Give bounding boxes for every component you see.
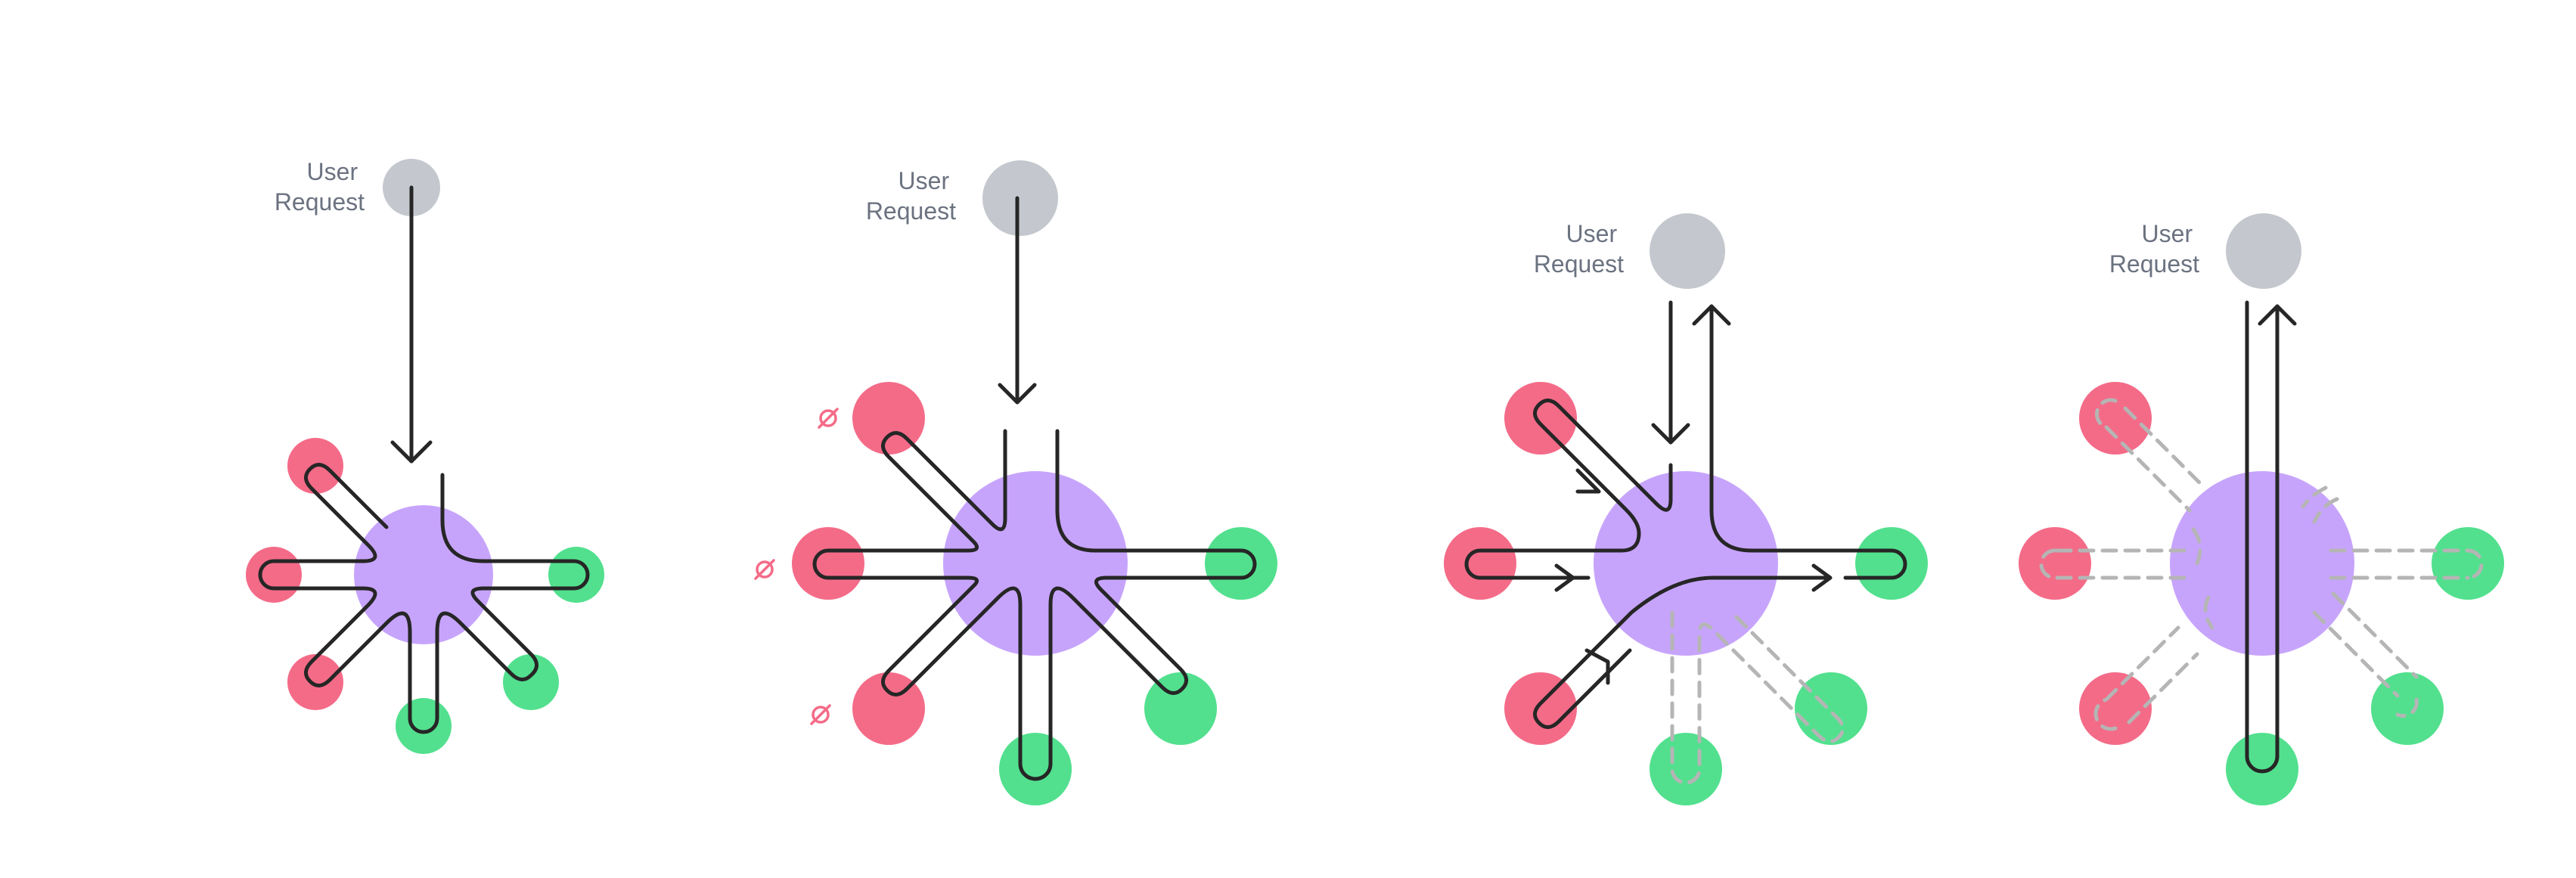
source-node (246, 547, 302, 603)
flow-path (258, 463, 590, 734)
hub-node (1594, 471, 1778, 656)
sink-node (2371, 672, 2444, 745)
sink-node (1144, 672, 1217, 745)
user-request-node (2226, 213, 2301, 289)
hub-node (2170, 471, 2354, 656)
round-trip-path (2245, 300, 2297, 774)
source-node (287, 654, 343, 710)
user-request-node (1650, 213, 1725, 289)
source-node (792, 527, 864, 600)
user-request-label: User Request (275, 158, 365, 216)
flow-path (812, 429, 1257, 781)
direction-arrows (1554, 468, 1833, 685)
source-node (2079, 382, 2152, 455)
sink-node (2432, 527, 2504, 600)
panel-2: User Request (754, 160, 1277, 805)
source-node (1504, 382, 1577, 455)
request-arrow (998, 196, 1037, 405)
inactive-branches (2039, 398, 2484, 731)
panel-4: User Request (2019, 213, 2504, 805)
source-node (2019, 527, 2091, 600)
request-arrow (390, 185, 433, 464)
user-request-label: User Request (2109, 220, 2199, 278)
sink-node (548, 547, 604, 603)
request-arrow (1651, 300, 1690, 445)
sink-node (396, 698, 452, 754)
sink-node (1855, 527, 1928, 600)
sink-node (1650, 733, 1722, 805)
sink-node (503, 654, 559, 710)
sink-node (1205, 527, 1277, 600)
flow-path (1464, 399, 1828, 729)
sink-node (2226, 733, 2298, 805)
source-node (2079, 672, 2152, 745)
disabled-icon (818, 408, 839, 429)
response-arrow (1692, 304, 1907, 580)
hub-node (943, 471, 1128, 656)
sink-node (999, 733, 1072, 805)
hub-node (354, 505, 493, 644)
panel-1: User Request (246, 158, 604, 754)
user-request-node (982, 160, 1058, 236)
source-node (1504, 672, 1577, 745)
inactive-branches (1670, 610, 1845, 785)
user-request-label: User Request (866, 167, 956, 225)
panel-3: User Request (1444, 213, 1928, 805)
user-request-label: User Request (1534, 220, 1624, 278)
source-node (1444, 527, 1516, 600)
sink-node (1795, 672, 1867, 745)
disabled-icon (810, 704, 831, 725)
disabled-icon (754, 559, 775, 580)
